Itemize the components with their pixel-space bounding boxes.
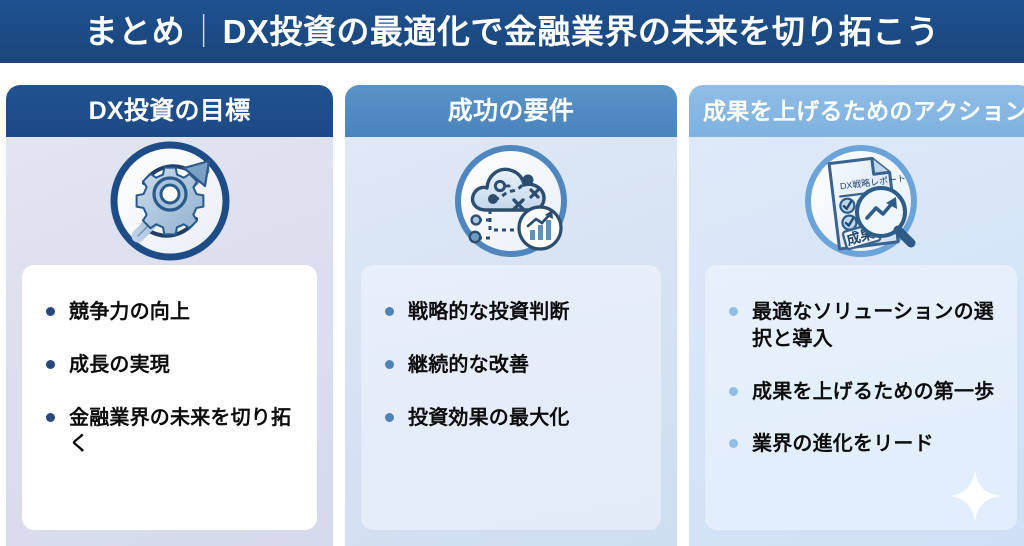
bullet-label: 最適なソリューションの選択と導入 (752, 301, 994, 350)
list-item: 投資効果の最大化 (375, 405, 647, 432)
bullet-dot-icon (385, 359, 394, 369)
bullet-label: 金融業界の未来を切り拓く (69, 406, 292, 456)
bullets-panel-actions: 最適なソリューションの選択と導入 成果を上げるための第一歩 業界の進化をリード (705, 265, 1017, 530)
bullets-panel-requirements: 戦略的な投資判断 継続的な改善 投資効果の最大化 (361, 265, 661, 530)
bullet-label: 継続的な改善 (408, 353, 530, 376)
column-title-requirements: 成功の要件 (447, 96, 575, 125)
column-header-requirements: 成功の要件 (345, 85, 677, 137)
column-card-goals: DX投資の目標 (6, 85, 333, 546)
column-card-actions: 成果を上げるためのアクション (689, 85, 1024, 546)
column-title-goals: DX投資の目標 (88, 96, 251, 125)
bullet-label: 成果を上げるための第一歩 (752, 380, 995, 403)
list-item: 継続的な改善 (375, 352, 647, 379)
bullet-dot-icon (729, 439, 738, 449)
slide-title: まとめ｜DX投資の最適化で金融業界の未来を切り拓こう (85, 15, 940, 48)
slide-title-separator: ｜ (187, 13, 221, 50)
column-header-goals: DX投資の目標 (6, 85, 333, 137)
bullet-label: 成長の実現 (69, 353, 170, 376)
bullet-label: 業界の進化をリード (752, 433, 934, 456)
list-item: 成果を上げるための第一歩 (719, 379, 1003, 406)
gear-cycle-growth-icon (108, 139, 232, 263)
list-item: 最適なソリューションの選択と導入 (719, 299, 1003, 353)
bullet-dot-icon (46, 359, 55, 369)
bullet-dot-icon (46, 307, 55, 316)
sparkle-icon (947, 468, 1003, 524)
report-magnifier-results-icon: DX戦略レポート 成果 (801, 142, 921, 260)
bullet-dot-icon (46, 412, 55, 422)
cloud-strategy-chart-icon (452, 142, 570, 260)
bullet-label: 競争力の向上 (69, 301, 191, 323)
list-item: 競争力の向上 (36, 299, 303, 326)
column-title-actions: 成果を上げるためのアクション (703, 97, 1024, 124)
icon-area-actions: DX戦略レポート 成果 (689, 137, 1024, 265)
bullet-dot-icon (385, 307, 394, 316)
column-header-actions: 成果を上げるためのアクション (689, 85, 1024, 137)
slide-title-prefix: まとめ (84, 13, 186, 50)
bullets-panel-goals: 競争力の向上 成長の実現 金融業界の未来を切り拓く (22, 265, 317, 530)
bullet-dot-icon (385, 412, 394, 422)
list-item: 成長の実現 (36, 352, 303, 379)
column-card-requirements: 成功の要件 (345, 85, 677, 546)
bullet-dot-icon (729, 386, 738, 396)
slide-header-bar: まとめ｜DX投資の最適化で金融業界の未来を切り拓こう (0, 0, 1024, 63)
bullet-label: 投資効果の最大化 (408, 406, 570, 429)
icon-area-goals (6, 137, 333, 265)
bullet-dot-icon (729, 307, 738, 316)
icon-area-requirements (345, 137, 677, 265)
list-item: 戦略的な投資判断 (375, 299, 647, 326)
list-item: 金融業界の未来を切り拓く (36, 405, 303, 459)
bullet-label: 戦略的な投資判断 (408, 301, 570, 323)
slide-title-main: DX投資の最適化で金融業界の未来を切り拓こう (222, 13, 940, 50)
columns-container: DX投資の目標 (0, 63, 1024, 546)
list-item: 業界の進化をリード (719, 431, 1003, 458)
